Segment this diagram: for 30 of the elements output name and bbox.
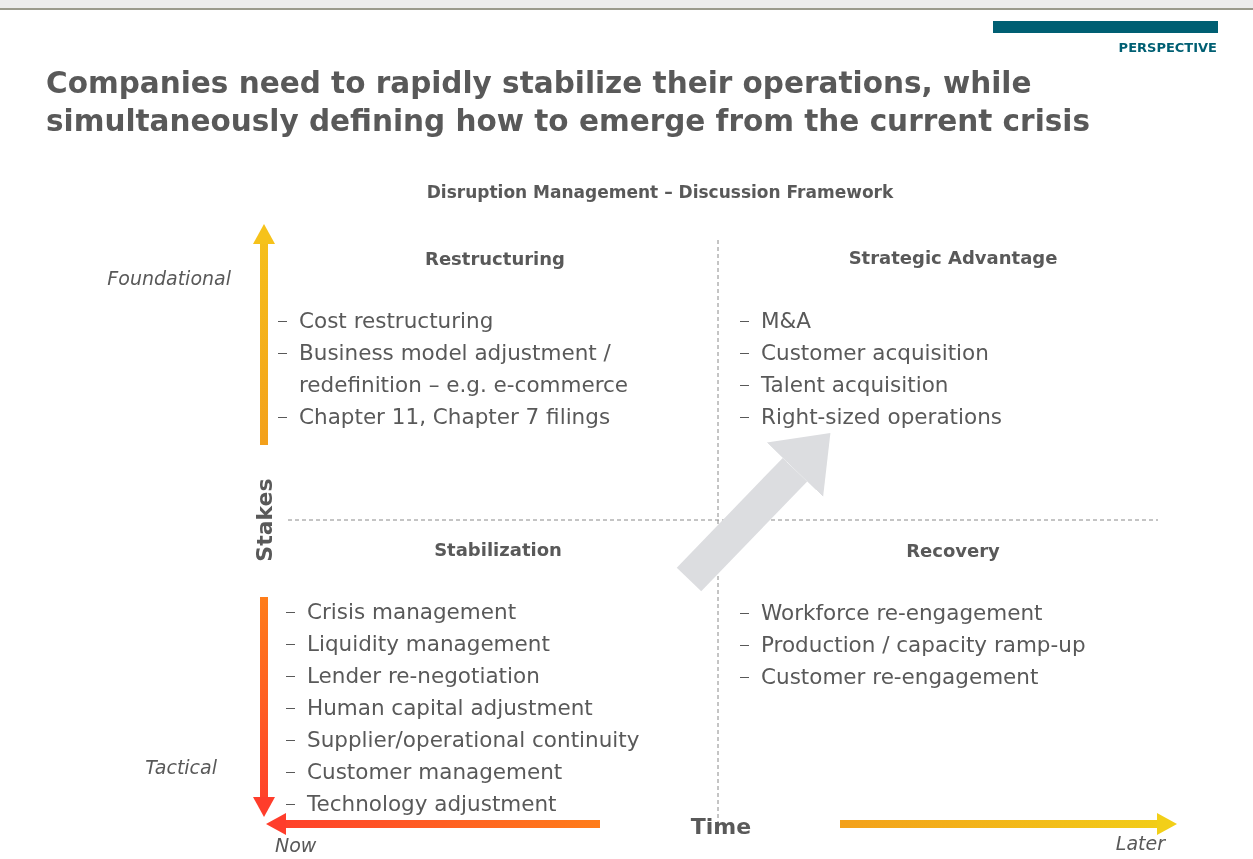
list-item: Chapter 11, Chapter 7 filings: [299, 404, 611, 429]
section-tag: PERSPECTIVE: [1118, 40, 1217, 55]
list-item: Human capital adjustment: [307, 695, 593, 720]
quadrant-heading: Restructuring: [425, 247, 565, 271]
list-item: Technology adjustment: [307, 791, 557, 816]
axis-label: Now: [275, 834, 317, 856]
list-item: Cost restructuring: [299, 308, 494, 333]
list-item: Customer management: [307, 759, 563, 784]
list-item: Lender re-negotiation: [307, 663, 540, 688]
list-item: Customer acquisition: [761, 340, 989, 365]
framework-subtitle: Disruption Management – Discussion Framework: [426, 182, 894, 202]
axis-label: Foundational: [107, 267, 231, 289]
list-item: Crisis management: [307, 599, 517, 624]
list-item: Liquidity management: [307, 631, 550, 656]
axis-title: Time: [690, 814, 752, 839]
axis-label: Tactical: [145, 756, 217, 778]
list-item: Workforce re-engagement: [761, 600, 1043, 625]
axis-title: Stakes: [251, 478, 277, 562]
list-item: Right-sized operations: [761, 404, 1002, 429]
quadrant-heading: Stabilization: [434, 538, 562, 562]
list-item: M&A: [761, 308, 812, 333]
slide-title: Companies need to rapidly stabilize their operations, while simultaneously defining how to emerge from the current crisis: [46, 65, 1091, 140]
list-item: Customer re-engagement: [761, 664, 1039, 689]
quadrant-heading: Recovery: [906, 539, 1000, 563]
list-item: Business model adjustment / redefinition – e.g. e-commerce: [299, 340, 629, 397]
axis-label: Later: [1115, 832, 1165, 854]
quadrant-heading: Strategic Advantage: [848, 246, 1058, 270]
list-item: Talent acquisition: [761, 372, 949, 397]
list-item: Production / capacity ramp-up: [761, 632, 1086, 657]
list-item: Supplier/operational continuity: [307, 727, 640, 752]
